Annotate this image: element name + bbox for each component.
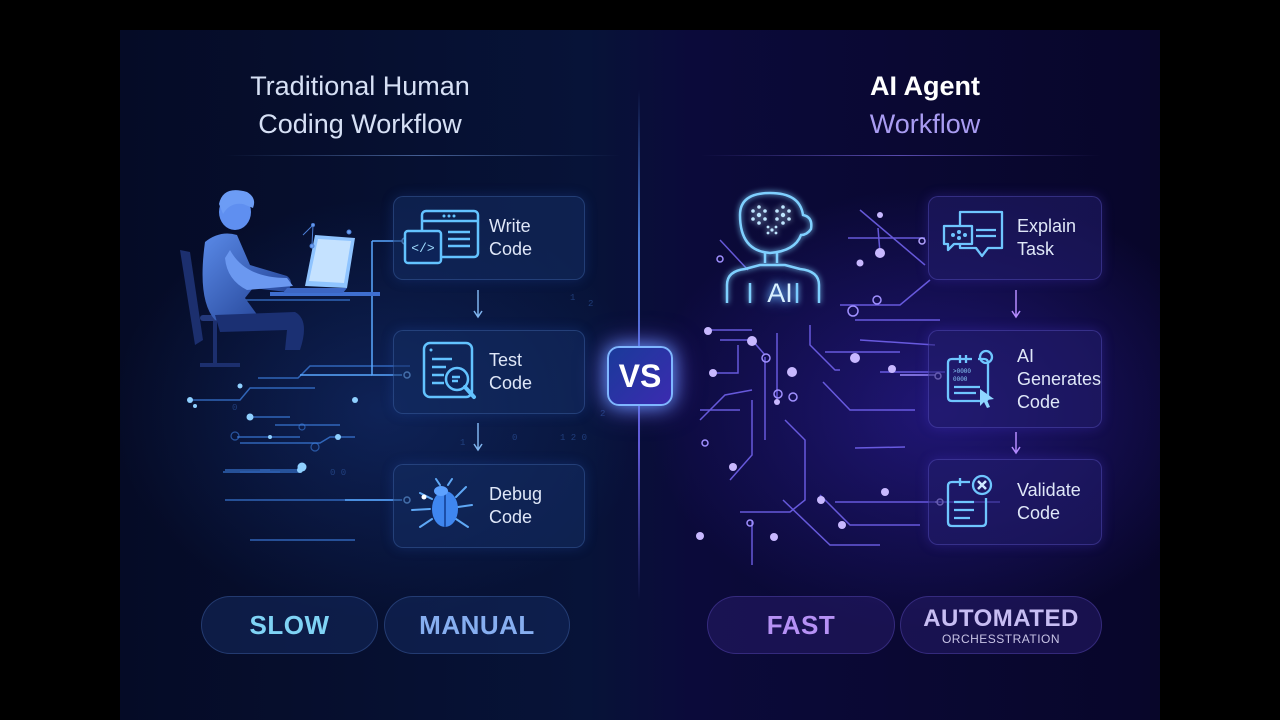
svg-text:0 0: 0 0 — [330, 468, 346, 478]
explain-task-line1: Explain — [1017, 216, 1077, 236]
debug-code-line1: Debug — [489, 484, 543, 504]
validate-checklist-icon — [929, 467, 1017, 537]
ai-generates-code-line2: Generates — [1016, 368, 1101, 389]
debug-code-line2: Code — [489, 507, 533, 527]
left-title-underline — [225, 155, 620, 156]
debug-code-label: Debug Code — [489, 483, 542, 529]
test-code-label: Test Code — [489, 349, 532, 395]
left-title-line2: Coding Workflow — [258, 109, 462, 139]
person-at-laptop-illustration — [180, 190, 380, 367]
debug-code-step: Debug Code — [393, 464, 585, 548]
manual-badge: MANUAL — [384, 596, 570, 654]
validate-code-label: Validate Code — [1017, 479, 1081, 525]
ai-robot-label: AI — [767, 278, 793, 308]
manual-badge-label: MANUAL — [419, 609, 535, 640]
right-title-line2: Workflow — [869, 109, 981, 139]
svg-text:0: 0 — [512, 433, 517, 443]
svg-text:</>: </> — [411, 241, 435, 256]
slow-badge: SLOW — [201, 596, 378, 654]
vs-badge: VS — [607, 346, 673, 406]
validate-code-line2: Code — [1017, 503, 1061, 523]
test-code-line1: Test — [489, 350, 523, 370]
arrow-down-icon — [1011, 432, 1021, 455]
explain-task-line2: Task — [1017, 239, 1055, 259]
slow-badge-label: SLOW — [249, 609, 330, 640]
ai-generates-code-line3: Code — [1016, 391, 1060, 412]
arrow-down-icon — [473, 290, 483, 319]
ai-generates-code-label: AI Generates Code — [1017, 345, 1101, 414]
svg-text:1 2 0: 1 2 0 — [560, 433, 587, 443]
bug-icon — [394, 471, 489, 541]
write-code-line1: Write — [489, 216, 531, 236]
right-title-underline — [700, 155, 1100, 156]
explain-task-label: Explain Task — [1017, 215, 1076, 261]
automated-badge-label: AUTOMATED — [923, 604, 1079, 632]
center-divider — [638, 90, 640, 600]
write-code-label: Write Code — [489, 215, 532, 261]
fast-badge: FAST — [707, 596, 895, 654]
test-code-step: Test Code — [393, 330, 585, 414]
ai-robot-icon — [725, 191, 821, 303]
svg-text:2: 2 — [588, 299, 593, 309]
automated-badge-sublabel: ORCHESSTRATION — [941, 631, 1061, 646]
right-title-line1: AI Agent — [870, 71, 980, 101]
svg-text:>0000: >0000 — [953, 368, 971, 375]
automated-badge: AUTOMATED ORCHESSTRATION — [900, 596, 1102, 654]
magnifier-document-icon — [394, 337, 489, 407]
arrow-down-icon — [1011, 290, 1021, 319]
write-code-step: </> Write Code — [393, 196, 585, 280]
validate-code-line1: Validate — [1017, 480, 1081, 500]
svg-text:2: 2 — [600, 409, 605, 419]
arrow-down-icon — [473, 423, 483, 452]
svg-text:0: 0 — [232, 403, 237, 413]
ai-generates-code-line1: AI — [1016, 345, 1034, 366]
write-code-line2: Code — [489, 239, 533, 259]
explain-task-step: Explain Task — [928, 196, 1102, 280]
validate-code-step: Validate Code — [928, 459, 1102, 545]
right-title: AI Agent Workflow — [760, 67, 1090, 143]
svg-text:1: 1 — [570, 293, 575, 303]
test-code-line2: Code — [489, 373, 533, 393]
svg-text:1: 1 — [460, 438, 465, 448]
code-window-icon: </> — [394, 203, 489, 273]
fast-badge-label: FAST — [766, 609, 836, 640]
chat-bubble-icon — [929, 203, 1017, 273]
left-title: Traditional Human Coding Workflow — [200, 67, 520, 143]
left-title-line1: Traditional Human — [250, 71, 470, 101]
svg-text:0000: 0000 — [953, 376, 968, 383]
